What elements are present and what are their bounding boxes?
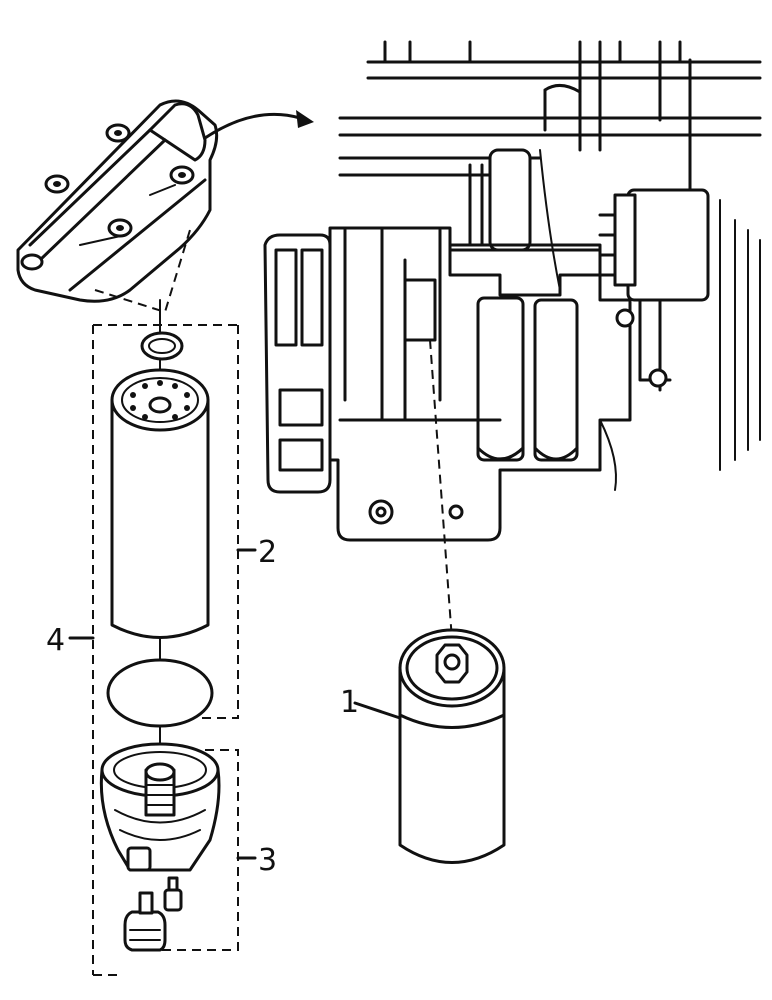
callout-2-label: 2 <box>258 535 277 570</box>
engine-block <box>263 40 762 542</box>
callout-4: 4 <box>46 623 95 658</box>
callout-4-label: 4 <box>46 623 65 658</box>
callout-2: 2 <box>236 535 277 570</box>
group-box-2 <box>200 325 239 719</box>
drain-plug <box>123 891 167 952</box>
spin-on-filter <box>398 339 506 864</box>
callout-3-label: 3 <box>258 843 277 878</box>
sealing-ring <box>140 331 184 361</box>
filter-bowl <box>99 742 221 872</box>
gasket-ring <box>106 658 214 728</box>
location-arrow <box>203 110 314 140</box>
callout-1-label: 1 <box>340 685 359 720</box>
filter-cartridge <box>110 368 210 639</box>
group-box-3 <box>160 749 239 951</box>
callout-3: 3 <box>236 843 277 878</box>
filter-head <box>16 99 219 314</box>
group-box-4 <box>92 324 238 976</box>
bleed-screw <box>163 876 183 912</box>
callout-1: 1 <box>340 685 402 720</box>
mounting-boss <box>44 123 195 238</box>
filter-assembly <box>92 299 239 976</box>
